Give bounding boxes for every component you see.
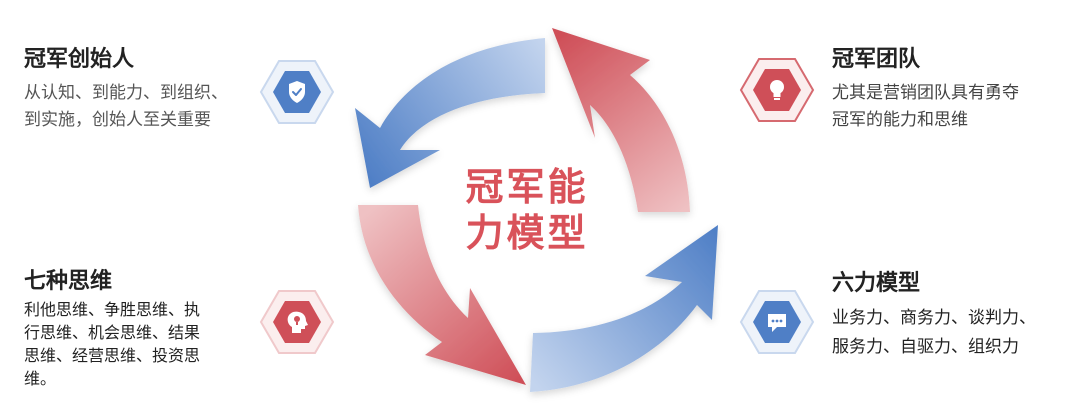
block-title: 七种思维 — [24, 269, 113, 294]
badge-top-left — [259, 60, 335, 124]
block-description-line: 从认知、到能力、到组织、 — [24, 83, 228, 103]
block-description: 业务力、商务力、谈判力、 服务力、自驱力、组织力 — [832, 304, 1036, 362]
block-description-line: 维。 — [24, 369, 57, 388]
badge-bottom-left — [259, 290, 335, 354]
badge-bottom-right — [739, 290, 815, 354]
block-description-line: 思维、经营思维、投资思 — [24, 346, 201, 365]
head-bulb-icon — [287, 311, 308, 333]
shield-check-icon — [289, 81, 305, 103]
cycle-arrow-top-right — [552, 28, 690, 212]
block-description-line: 行思维、机会思维、结果 — [24, 323, 201, 342]
center-title-line-2: 力模型 — [465, 211, 589, 255]
block-champion-founder: 冠军创始人 从认知、到能力、到组织、 到实施，创始人至关重要 — [24, 46, 228, 134]
center-title: 冠军能 力模型 — [464, 164, 590, 256]
block-description-line: 冠军的能力和思维 — [832, 110, 968, 130]
cycle-arrow-bottom-right — [530, 225, 718, 392]
lightbulb-icon — [770, 80, 784, 100]
block-champion-team: 冠军团队 尤其是营销团队具有勇夺 冠军的能力和思维 — [832, 46, 1019, 134]
block-title: 六力模型 — [832, 271, 921, 296]
block-description-line: 服务力、自驱力、组织力 — [832, 337, 1019, 357]
block-description: 从认知、到能力、到组织、 到实施，创始人至关重要 — [24, 80, 228, 134]
block-description: 尤其是营销团队具有勇夺 冠军的能力和思维 — [832, 80, 1019, 134]
block-description-line: 到实施，创始人至关重要 — [24, 110, 211, 130]
badge-top-right — [739, 58, 815, 122]
block-description-line: 尤其是营销团队具有勇夺 — [832, 83, 1019, 103]
block-description-line: 利他思维、争胜思维、执 — [24, 300, 201, 319]
center-title-line-1: 冠军能 — [465, 165, 589, 209]
chat-bubble-icon — [768, 314, 786, 332]
block-description-line: 业务力、商务力、谈判力、 — [832, 308, 1036, 328]
block-title: 冠军团队 — [832, 47, 921, 72]
cycle-arrow-top-left — [355, 38, 545, 188]
block-title: 冠军创始人 — [24, 47, 135, 72]
block-seven-thinking: 七种思维 利他思维、争胜思维、执 行思维、机会思维、结果 思维、经营思维、投资思… — [24, 268, 200, 390]
cycle-arrow-bottom-left — [358, 205, 526, 385]
block-six-power-model: 六力模型 业务力、商务力、谈判力、 服务力、自驱力、组织力 — [832, 270, 1036, 362]
block-description: 利他思维、争胜思维、执 行思维、机会思维、结果 思维、经营思维、投资思 维。 — [24, 298, 200, 390]
